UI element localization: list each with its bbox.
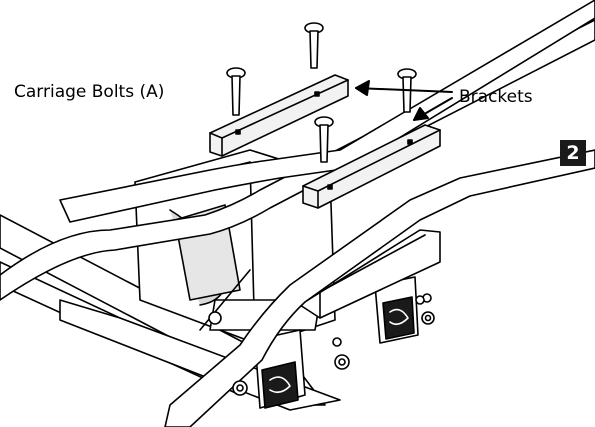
- hex-nuts: [208, 293, 435, 396]
- carriage-bolt: [314, 116, 334, 163]
- brackets-label: Brackets: [459, 87, 533, 107]
- carriage-bolt: [226, 67, 246, 116]
- step-number-badge: 2: [560, 140, 586, 166]
- carriage-bolt: [397, 68, 417, 113]
- carriage-bolts-label: Carriage Bolts (A): [14, 82, 165, 102]
- bracket-upper-left: [209, 74, 349, 157]
- frame-rail-rear: [164, 149, 595, 427]
- bracket-upper-right: [302, 124, 441, 209]
- carriage-bolt: [304, 22, 324, 69]
- frame-rail-front: [0, 19, 595, 301]
- callout-arrows: [355, 80, 453, 121]
- lower-bracket-channel: [299, 229, 441, 319]
- frame-rail-middle: [59, 0, 595, 223]
